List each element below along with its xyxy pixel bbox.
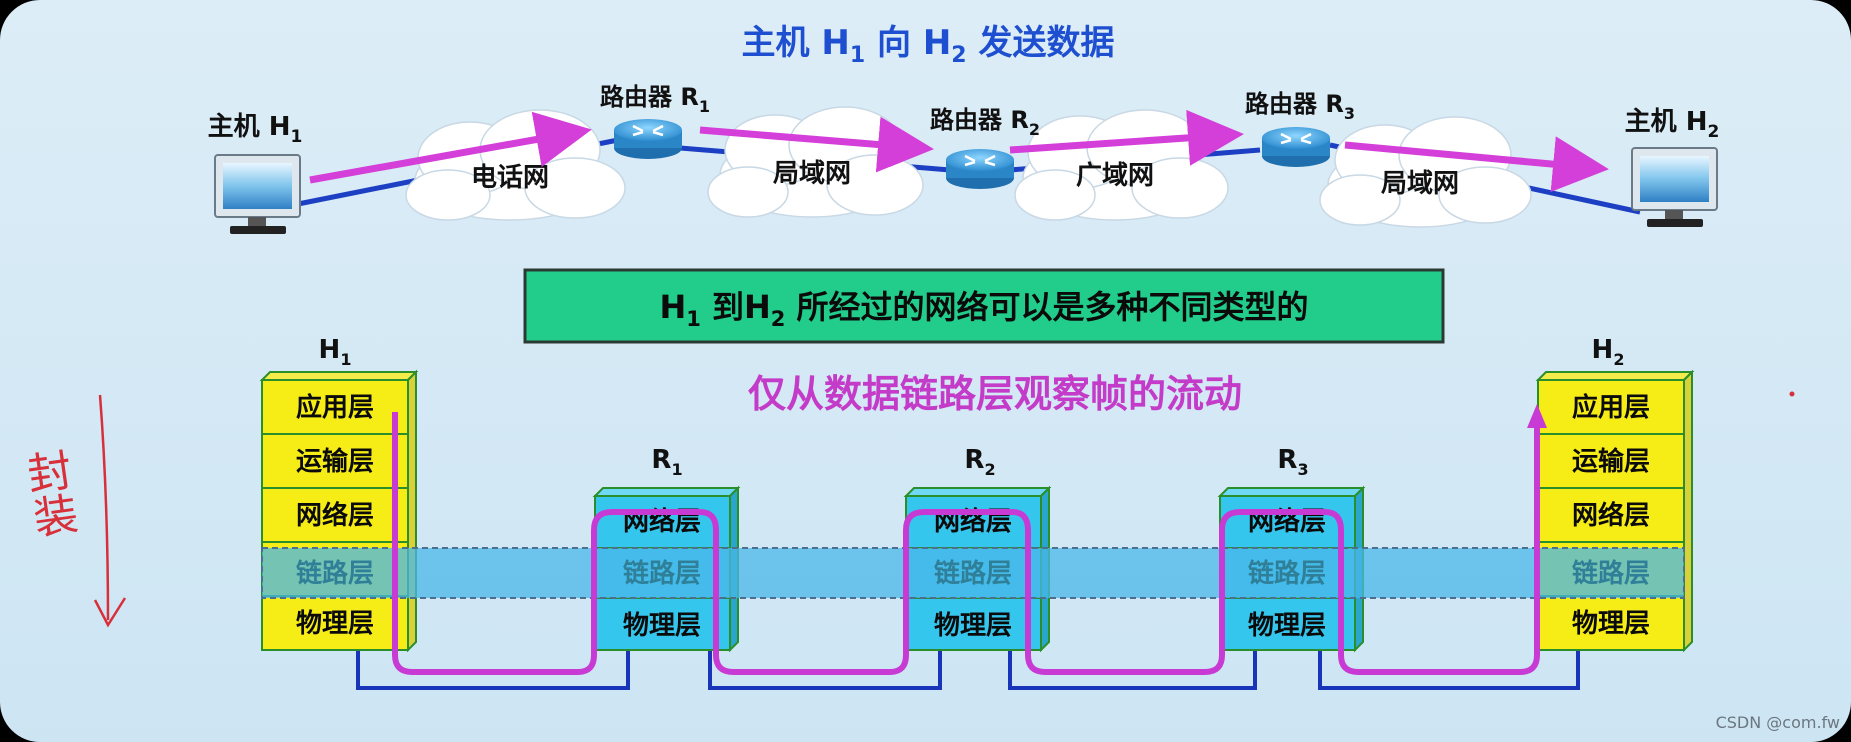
stack-label-h1: H1 [319, 335, 352, 369]
stack-h1 [259, 369, 419, 653]
router-r1-icon [614, 119, 682, 159]
h2-layer-network: 网络层 [1572, 500, 1650, 531]
data-link-layer-band [261, 547, 1685, 599]
cloud-label-3: 广域网 [1076, 161, 1154, 191]
r3-layer-physical: 物理层 [1248, 611, 1326, 641]
stack-label-h2: H2 [1592, 335, 1625, 369]
h2-layer-physical: 物理层 [1572, 609, 1650, 639]
handwritten-label: 封装 [17, 446, 80, 540]
cloud-label-2: 局域网 [773, 159, 851, 189]
annotation-dot [1789, 391, 1795, 397]
stack-label-r3: R3 [1277, 445, 1308, 479]
h1-layer-network: 网络层 [296, 500, 374, 531]
r1-layer-physical: 物理层 [623, 611, 701, 641]
router-r3-label: 路由器 R3 [1245, 90, 1355, 123]
cloud-label-4: 局域网 [1381, 169, 1459, 199]
h2-layer-transport: 运输层 [1572, 446, 1650, 477]
h2-layer-app: 应用层 [1572, 392, 1650, 423]
h1-layer-transport: 运输层 [296, 446, 374, 477]
host-h1-computer-icon [214, 154, 301, 234]
frame-flow-path [392, 412, 1540, 675]
frame-flow-arrowhead-icon [1527, 404, 1547, 428]
data-flow-arrows [309, 109, 1609, 193]
host-h1-label: 主机 H1 [208, 112, 303, 147]
h1-layer-app: 应用层 [296, 392, 374, 423]
router-r3-icon [1262, 127, 1330, 167]
cloud-wan [1014, 109, 1229, 221]
router-r2-label: 路由器 R2 [930, 106, 1040, 139]
caption: 仅从数据链路层观察帧的流动 [748, 372, 1242, 416]
h2-layer-link: 链路层 [1572, 558, 1650, 589]
r1-layer-link: 链路层 [623, 558, 701, 589]
stack-labels: H1 R1 R2 R3 H2 [319, 335, 1625, 479]
handwritten-arrowhead-icon [93, 597, 127, 628]
router-r1-label: 路由器 R1 [600, 83, 710, 116]
h1-layer-physical: 物理层 [296, 609, 374, 639]
physical-links [356, 650, 1580, 690]
cloud-labels: 电话网 局域网 广域网 局域网 [471, 159, 1459, 199]
host-h2-computer-icon [1631, 147, 1718, 227]
handwritten-annotation [93, 394, 127, 628]
h1-layer-link: 链路层 [296, 558, 374, 589]
stack-label-r1: R1 [651, 445, 682, 479]
cloud-label-1: 电话网 [471, 163, 549, 193]
info-banner-text: H1 到H2 所经过的网络可以是多种不同类型的 [659, 288, 1308, 331]
r2-layer-physical: 物理层 [934, 611, 1012, 641]
cloud-lan-2 [1319, 116, 1532, 228]
stack-label-r2: R2 [964, 445, 995, 479]
diagram-title: 主机 H1 向 H2 发送数据 [742, 23, 1115, 68]
info-banner [523, 268, 1445, 344]
router-labels: 路由器 R1 路由器 R2 路由器 R3 [600, 83, 1355, 139]
r2-layer-link: 链路层 [934, 558, 1012, 589]
handwritten-down-arrow [98, 394, 110, 621]
router-r2-icon [946, 149, 1014, 189]
watermark: CSDN @com.fw [1716, 713, 1840, 732]
r3-layer-link: 链路层 [1248, 558, 1326, 589]
host-h2-label: 主机 H2 [1625, 107, 1720, 142]
